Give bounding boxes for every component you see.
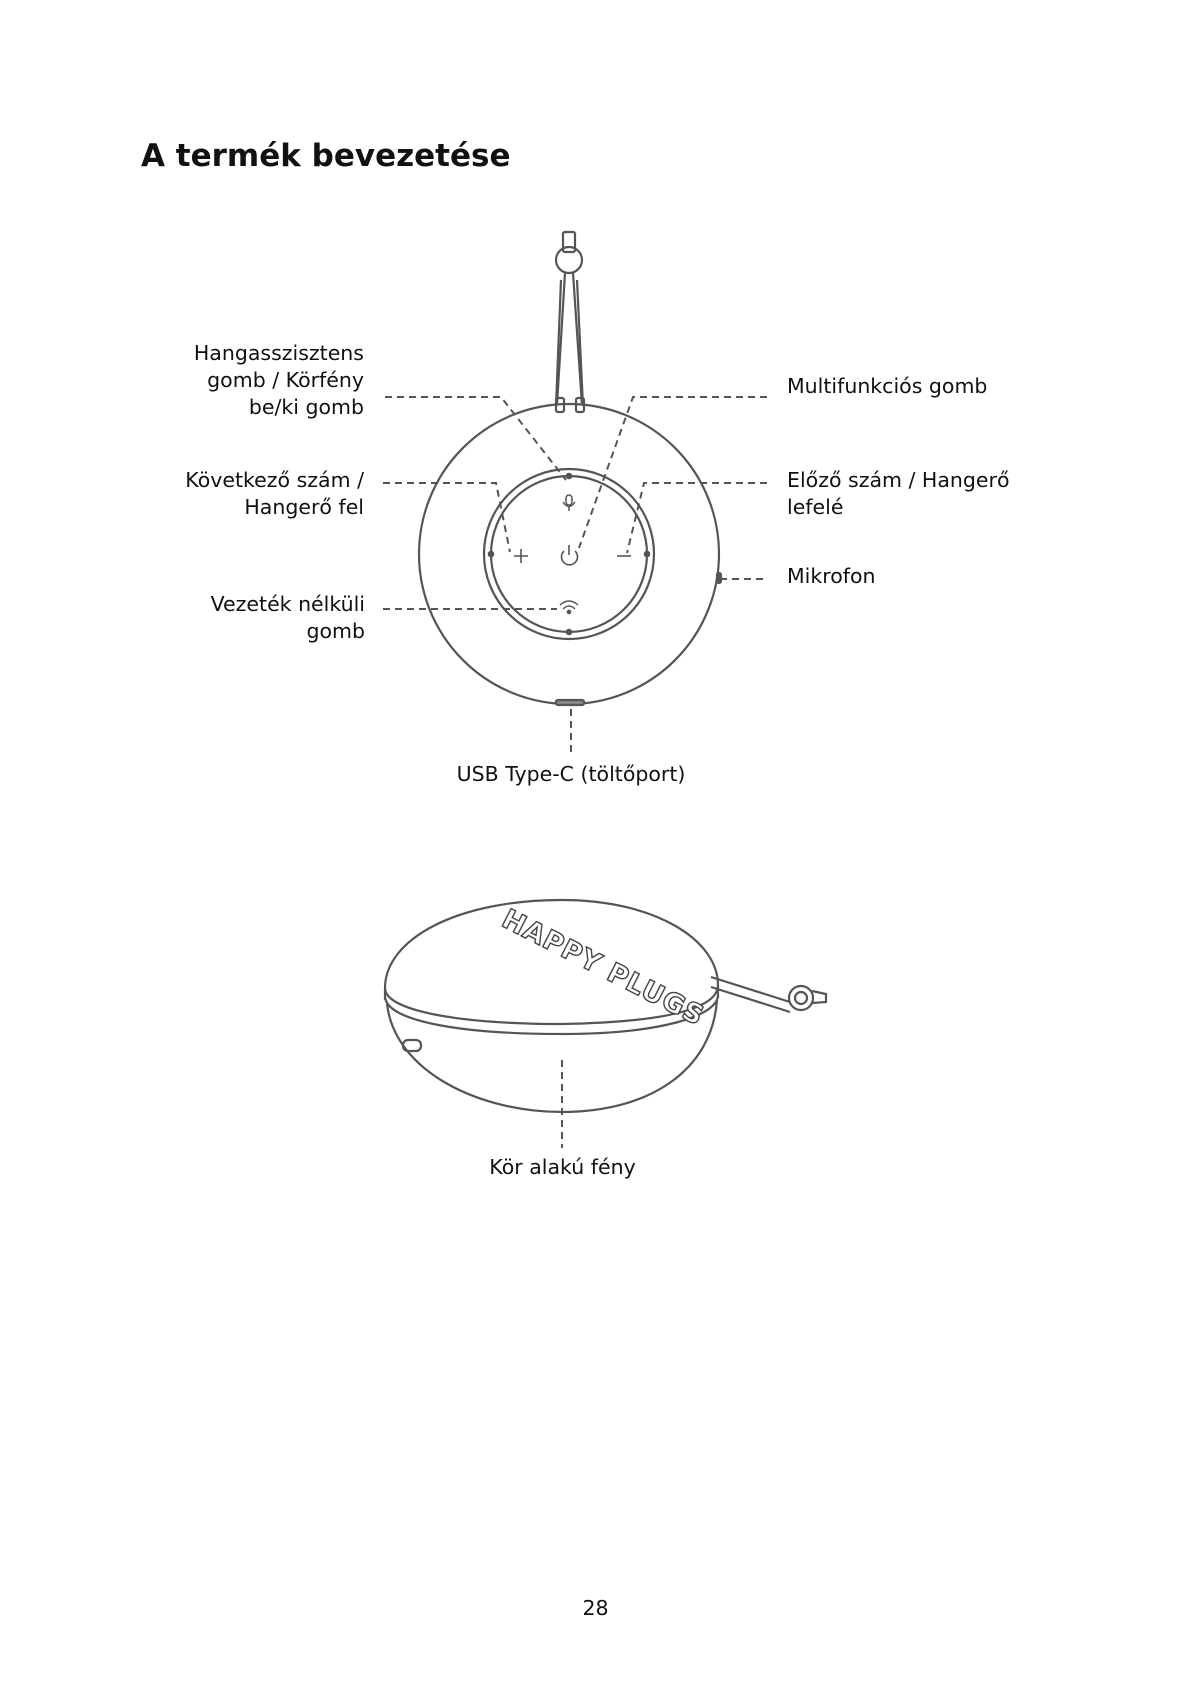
side-view-speaker xyxy=(385,900,826,1148)
label-ring-light: Kör alakú fény xyxy=(440,1154,685,1181)
top-view-speaker xyxy=(419,232,721,705)
label-wireless-button: Vezeték nélküli gomb xyxy=(140,591,365,645)
label-microphone: Mikrofon xyxy=(787,563,876,590)
label-previous-track-volume-down: Előző szám / Hangerő lefelé xyxy=(787,467,1010,521)
brand-logo-text: HAPPY PLUGS xyxy=(497,904,709,1033)
usb-c-port xyxy=(556,700,584,705)
microphone-icon xyxy=(563,495,575,511)
label-multifunction-button: Multifunkciós gomb xyxy=(787,373,987,400)
brand-logo: HAPPY PLUGS xyxy=(497,904,709,1033)
power-icon xyxy=(562,545,578,565)
wireless-icon xyxy=(560,601,578,614)
label-voice-assistant-button: Hangasszisztens gomb / Körfény be/ki gom… xyxy=(140,340,364,421)
strap xyxy=(556,232,584,412)
label-next-track-volume-up: Következő szám / Hangerő fel xyxy=(140,467,364,521)
plus-icon xyxy=(514,549,528,563)
label-usb-c-port: USB Type-C (töltőport) xyxy=(420,761,722,788)
page-number: 28 xyxy=(0,1596,1191,1620)
leader-lines xyxy=(383,397,767,752)
